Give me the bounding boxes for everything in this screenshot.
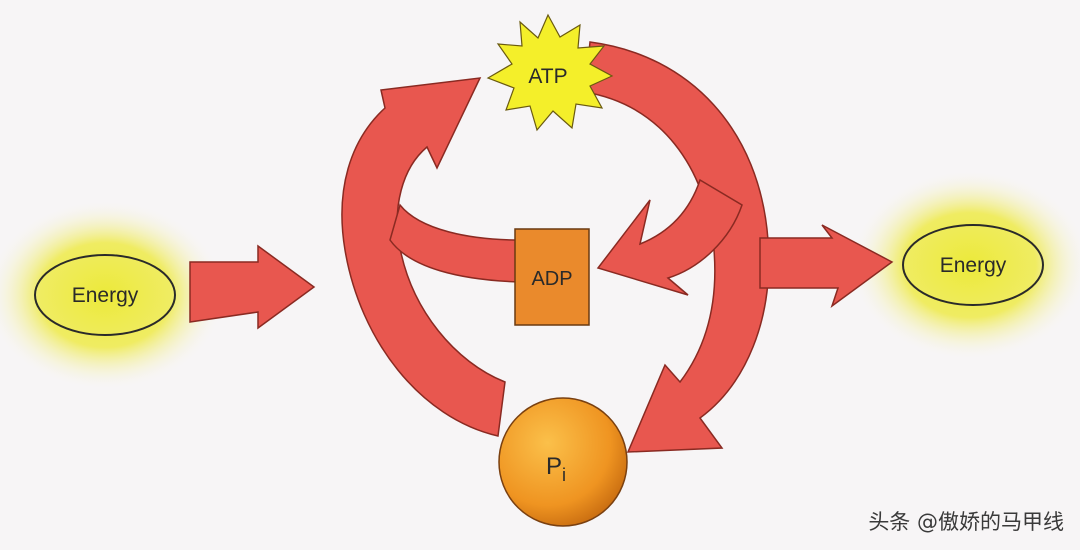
pi-label: Pi (546, 453, 566, 485)
energy-in-oval (34, 254, 176, 336)
pi-ball (498, 397, 628, 527)
energy-in-arrow (189, 244, 316, 330)
adp-box (514, 228, 590, 326)
atp-label: ATP (528, 65, 567, 88)
energy-out-glow (850, 170, 1080, 360)
atp-starburst (486, 13, 614, 132)
adp-label: ADP (531, 268, 572, 290)
cycle-arrow-right (584, 41, 770, 453)
cycle-arrow-left (341, 77, 506, 437)
adp-branch-left (389, 203, 521, 283)
energy-out-oval (902, 224, 1044, 306)
atp-to-adp-arrow (596, 178, 743, 296)
energy-in-label: Energy (72, 284, 139, 307)
energy-out-label: Energy (940, 254, 1007, 277)
energy-out-arrow (759, 224, 894, 308)
watermark: 头条 @傲娇的马甲线 (868, 510, 1064, 534)
energy-in-glow (0, 200, 225, 390)
